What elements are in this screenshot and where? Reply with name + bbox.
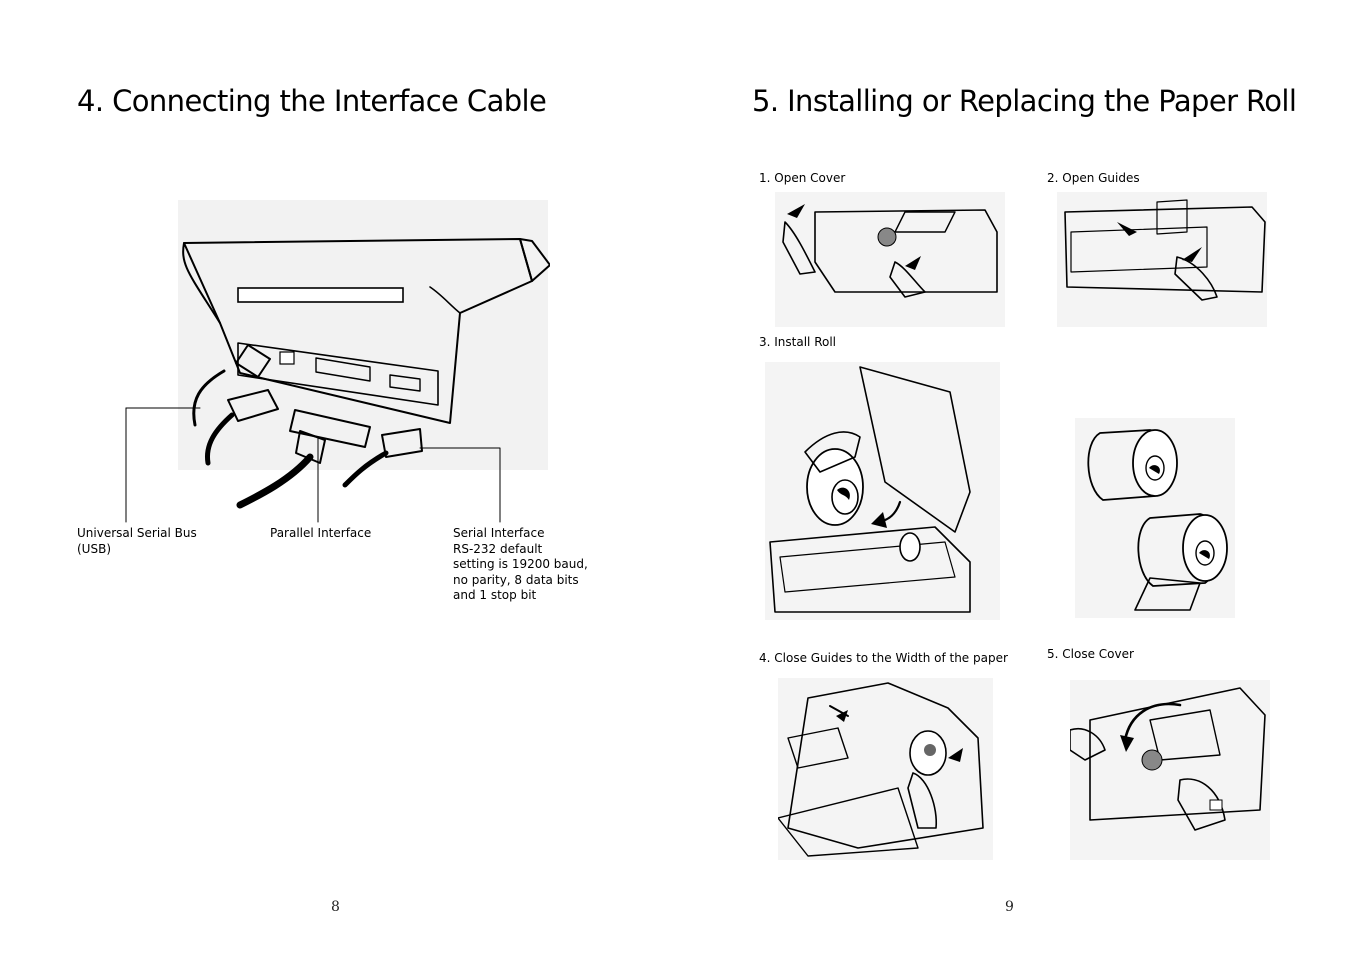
close-cover-illustration [1070,680,1270,860]
callout-line: RS-232 default [453,541,543,556]
callout-parallel: Parallel Interface [270,526,430,542]
callout-line: setting is 19200 baud, [453,557,588,571]
callout-line: and 1 stop bit [453,588,537,602]
install-roll-illustration [765,362,1000,620]
page-number: 9 [1005,899,1014,915]
callout-line: (USB) [77,541,111,556]
page-title-connecting-cable: 4. Connecting the Interface Cable [77,84,547,118]
step-label-open-guides: 2. Open Guides [1047,171,1140,185]
left-page: 4. Connecting the Interface Cable Univer [77,84,633,915]
right-page: 5. Installing or Replacing the Paper Rol… [675,0,1350,954]
callout-line: Universal Serial Bus [77,526,197,540]
open-guides-illustration [1057,192,1267,327]
callout-serial: Serial Interface RS-232 default setting … [453,526,633,604]
printer-rear-ports-illustration [125,200,550,523]
callout-line: no parity, 8 data bits [453,572,579,587]
page-title-paper-roll: 5. Installing or Replacing the Paper Rol… [752,84,1297,118]
close-guides-illustration [778,678,993,860]
step-label-close-guides: 4. Close Guides to the Width of the pape… [759,651,1008,665]
callout-line: Serial Interface [453,526,545,540]
paper-rolls-illustration [1075,418,1235,618]
step-label-close-cover: 5. Close Cover [1047,647,1134,661]
open-cover-illustration [775,192,1005,327]
page-number: 8 [331,899,340,915]
callout-line: Parallel Interface [270,526,372,540]
step-label-install-roll: 3. Install Roll [759,335,837,349]
step-label-open-cover: 1. Open Cover [759,171,846,185]
callout-usb: Universal Serial Bus (USB) [77,526,247,557]
